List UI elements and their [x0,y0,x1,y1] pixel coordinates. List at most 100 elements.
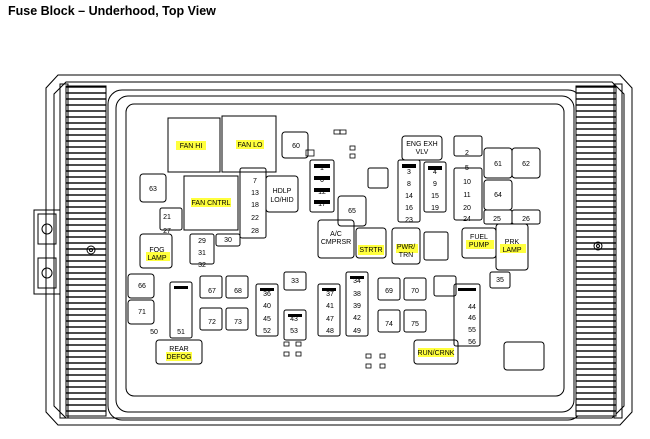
fuse-46: 46 [468,315,476,322]
label-ac-2: CMPRSR [321,239,351,246]
label-hdlp-1: HDLP [273,188,292,195]
highlight-fan-lo [236,140,264,149]
highlight-marks [146,140,526,361]
fuse-38: 38 [353,291,361,298]
relay-61: 61 [494,161,502,168]
highlight-prk-lamp [500,244,526,253]
fuse-45: 45 [263,316,271,323]
fuse-56: 56 [468,339,476,346]
fuse-26: 26 [522,216,530,223]
relay-69: 69 [385,288,393,295]
fuse-6: 6 [320,177,324,184]
fuse-1: 1 [320,165,324,172]
label-fan-cntrl: FAN CNTRL [192,200,231,207]
fuse-4: 4 [433,169,437,176]
fuse-14: 14 [405,193,413,200]
block-labels: FAN HI FAN LO FAN CNTRL HDLP LO/HID ENG … [147,141,521,361]
side-connector [33,209,61,295]
fuse-slot-marks [174,164,476,317]
relay-62: 62 [522,161,530,168]
label-fan-lo: FAN LO [238,142,263,149]
fuse-7: 7 [253,178,257,185]
relay-72: 72 [208,319,216,326]
fuse-71: 71 [138,309,146,316]
label-eng-exh-2: VLV [416,149,429,156]
fuse-8: 8 [407,181,411,188]
fuse-33: 33 [291,278,299,285]
fuse-16: 16 [405,205,413,212]
fuse-23: 23 [405,217,413,224]
relay-64: 64 [494,192,502,199]
relay-74: 74 [385,321,393,328]
label-rear-1: REAR [169,346,188,353]
highlight-strtr [358,245,384,255]
fuse-60: 60 [292,143,300,150]
fuse-5: 5 [465,165,469,172]
fuse-53: 53 [290,328,298,335]
mounting-bolts [86,241,603,255]
diagram-title: Fuse Block – Underhood, Top View [8,4,216,18]
fuse-34: 34 [353,278,361,285]
label-pwr-2: TRN [399,252,413,259]
label-fuel-2: PUMP [469,242,490,249]
label-pwr-1: PWR/ [397,244,415,251]
highlight-fog-lamp [146,252,170,261]
relay-67: 67 [208,288,216,295]
left-heat-sink [59,83,107,419]
fuse-52: 52 [263,328,271,335]
fuse-relay-frames [127,115,545,371]
fuse-35: 35 [496,277,504,284]
fuse-21: 21 [163,214,171,221]
label-prk-1: PRK [505,239,520,246]
fuse-36: 36 [263,291,271,298]
fuse-63: 63 [149,186,157,193]
label-eng-exh-1: ENG EXH [406,141,438,148]
fuse-25: 25 [493,216,501,223]
fuse-66: 66 [138,283,146,290]
fuse-50: 50 [150,329,158,336]
fuse-17: 17 [318,201,326,208]
fuse-65: 65 [348,208,356,215]
fuse-24: 24 [463,216,471,223]
fuse-55: 55 [468,327,476,334]
fuse-15: 15 [431,193,439,200]
fuse-48: 49 [353,328,361,335]
fuse-12: 12 [318,189,326,196]
relay-70: 70 [411,288,419,295]
fuse-9: 9 [433,181,437,188]
highlight-pwr-trn [396,244,418,253]
label-fog-1: FOG [149,247,164,254]
fuse-numbers: 60 63 65 66 71 50 51 67 68 72 73 69 70 7… [138,143,530,346]
label-prk-2: LAMP [502,247,521,254]
highlight-fuel-pump [466,240,494,249]
fuse-52-b: 48 [326,328,334,335]
fuse-3: 3 [407,169,411,176]
label-fog-2: LAMP [147,255,166,262]
highlight-run-crnk [418,348,454,357]
relay-75: 75 [411,321,419,328]
fuse-13: 13 [251,190,259,197]
fuse-32: 32 [198,262,206,269]
fuse-30: 30 [224,237,232,244]
fuse-18: 18 [251,202,259,209]
relay-68: 68 [234,288,242,295]
connector-pins [283,129,386,369]
right-heat-sink [575,83,623,419]
fuse-10: 10 [463,179,471,186]
fuse-31: 31 [198,250,206,257]
fuse-22: 22 [251,215,259,222]
fuse-11: 11 [463,192,470,199]
label-run-crnk: RUN/CRNK [418,350,455,357]
housing-outline [45,74,633,426]
fuse-29: 29 [198,238,206,245]
fuse-43: 43 [290,316,298,323]
label-fuel-1: FUEL [470,234,488,241]
fuse-28: 28 [251,228,259,235]
fuse-42: 42 [353,315,361,322]
fuse-27: 27 [163,228,171,235]
highlight-rear-defog [166,352,192,361]
fuse-19: 19 [431,205,439,212]
fuse-37: 37 [326,291,334,298]
label-fan-hi: FAN HI [180,143,203,150]
